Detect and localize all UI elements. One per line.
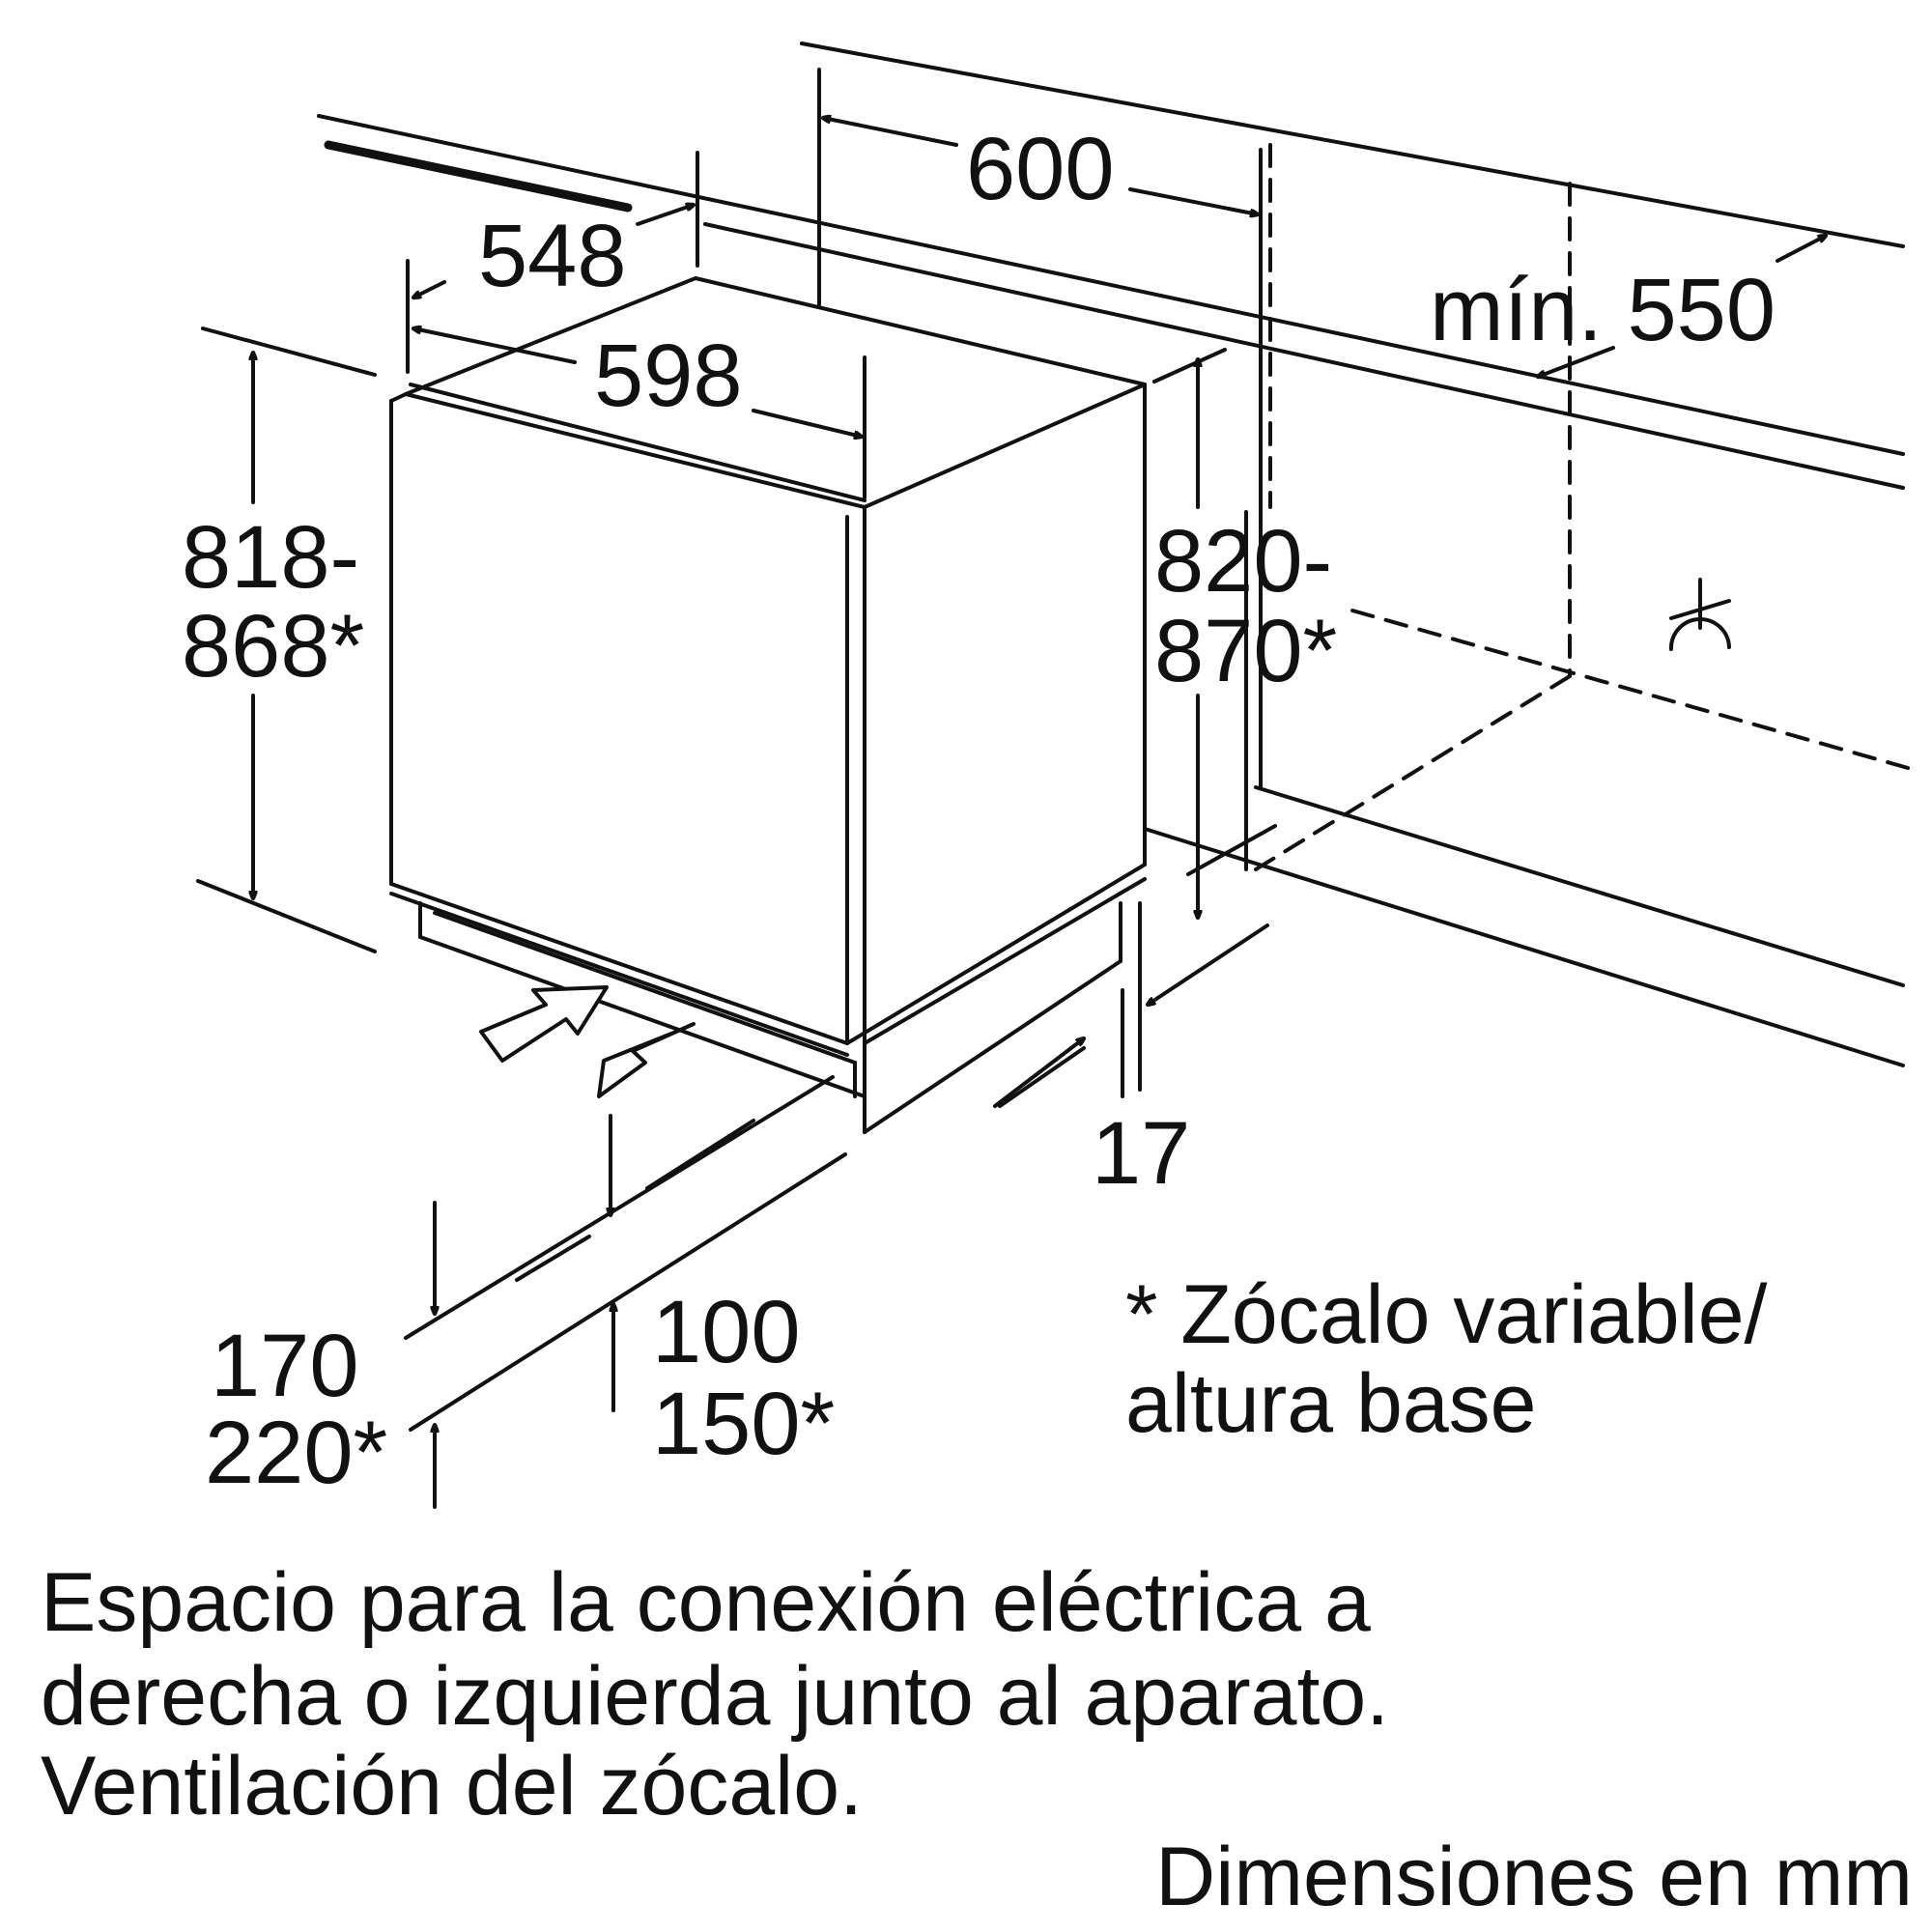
caption: Espacio para la conexión eléctrica a der… xyxy=(41,1556,1913,1923)
plinth-note-line1: * Zócalo variable/ xyxy=(1125,1268,1768,1361)
ventilation-arrows xyxy=(479,985,696,1098)
dim-818-868: 818- 868* xyxy=(182,327,377,953)
dim-170-220: 170 220* xyxy=(205,1201,435,1509)
caption-line2: derecha o izquierda junto al aparato. xyxy=(41,1650,1389,1743)
dim-820-label: 820- xyxy=(1154,512,1332,611)
socket-icon xyxy=(1668,578,1731,651)
dim-870-label: 870* xyxy=(1154,602,1337,700)
dim-100-label: 100 xyxy=(652,1283,801,1381)
floor-lines xyxy=(404,824,1277,1432)
dim-548: 548 xyxy=(406,151,699,374)
vent-arrow-out-icon xyxy=(597,1022,696,1098)
dim-820-870: 820- 870* xyxy=(1152,348,1337,920)
appliance xyxy=(389,276,1147,1134)
plinth-note: * Zócalo variable/ altura base xyxy=(1125,1268,1768,1450)
dim-min-550-label: mín. 550 xyxy=(1430,261,1776,359)
dim-220-label: 220* xyxy=(205,1404,387,1502)
plinth-note-line2: altura base xyxy=(1125,1357,1537,1450)
dim-150-label: 150* xyxy=(652,1375,835,1473)
dim-598: 598 xyxy=(412,327,867,499)
dim-17-label: 17 xyxy=(1092,1104,1190,1203)
dim-100-150: 100 150* xyxy=(611,1114,835,1473)
units-label: Dimensiones en mm xyxy=(1155,1831,1913,1923)
dim-868-label: 868* xyxy=(182,597,364,696)
dim-170-label: 170 xyxy=(211,1317,359,1415)
dim-548-label: 548 xyxy=(478,207,627,305)
caption-line3: Ventilación del zócalo. xyxy=(41,1740,863,1833)
caption-line1: Espacio para la conexión eléctrica a xyxy=(41,1556,1371,1649)
dim-17: 17 xyxy=(993,901,1269,1203)
countertop xyxy=(317,42,1905,490)
dim-600: 600 xyxy=(817,68,1263,512)
niche-outline xyxy=(1143,143,1910,1067)
vent-arrow-in-icon xyxy=(479,985,609,1063)
dim-600-label: 600 xyxy=(966,120,1115,218)
dim-min-550: mín. 550 xyxy=(1430,236,1826,377)
dim-818-label: 818- xyxy=(182,508,359,607)
dim-598-label: 598 xyxy=(594,327,743,425)
